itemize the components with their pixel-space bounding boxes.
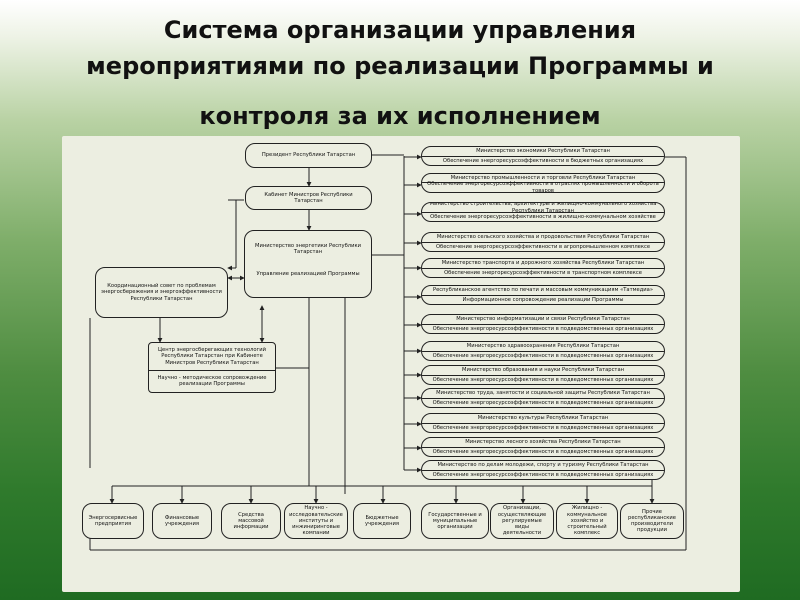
bottom-box-label: Финансовые учреждения [164, 514, 200, 527]
ministry-divider [422, 212, 664, 213]
ministry-divider [422, 397, 664, 399]
ministry-divider [422, 182, 664, 183]
cabinet-label: Кабинет Министров Республики Татарстан [264, 191, 353, 204]
ministry-box: Министерство экономики Республики Татарс… [421, 146, 665, 166]
ministry-name: Министерство промышленности и торговли Р… [450, 174, 636, 181]
ministry-divider [422, 294, 664, 296]
bottom-box: Прочие республиканские производители про… [620, 503, 684, 539]
ministry-name: Министерство культуры Республики Татарст… [477, 415, 609, 422]
bottom-box: Государственные и муниципальные организа… [421, 503, 489, 539]
ministry-box: Министерство культуры Республики Татарст… [421, 413, 665, 433]
center-tech-divider [149, 369, 275, 371]
bottom-box: Жилищно - коммунальное хозяйство и строи… [556, 503, 618, 539]
ministry-name: Министерство транспорта и дорожного хозя… [441, 260, 645, 267]
bottom-box: Средства массовой информации [221, 503, 281, 539]
ministry-task: Обеспечение энергоресурсоэффективности в… [432, 424, 654, 431]
ministry-task: Информационное сопровождение реализации … [462, 296, 624, 303]
title-line-1: Система организации управления [163, 16, 637, 44]
ministry-box: Министерство здравоохранения Республики … [421, 341, 665, 361]
bottom-box-label: Жилищно - коммунальное хозяйство и строи… [567, 505, 607, 537]
bottom-box-label: Энергосервисные предприятия [88, 514, 138, 527]
ministry-box: Министерство сельского хозяйства и продо… [421, 232, 665, 252]
ministry-task: Обеспечение энергоресурсоэффективности в… [427, 181, 659, 193]
slide-title: Система организации управления мероприят… [40, 12, 760, 134]
ministry-box: Республиканское агентство по печати и ма… [421, 285, 665, 305]
ministry-name: Министерство строительства, архитектуры … [429, 202, 657, 214]
ministry-divider [422, 267, 664, 269]
bottom-box-label: Научно - исследовательские институты и и… [289, 505, 343, 537]
ministry-divider [422, 374, 664, 376]
ministry-energy-label: Министерство энергетики Республики Татар… [255, 243, 361, 256]
ministry-name: Министерство экономики Республики Татарс… [476, 148, 610, 155]
bottom-box: Бюджетные учреждения [353, 503, 411, 539]
ministry-divider [422, 155, 664, 157]
ministry-divider [422, 323, 664, 325]
bottom-box-label: Государственные и муниципальные организа… [428, 511, 482, 531]
council-label: Координационный совет по проблемам энерг… [101, 283, 222, 302]
center-tech-label: Центр энергосберегающих технологий Респу… [158, 347, 266, 366]
ministry-task: Обеспечение энергоресурсоэффективности в… [442, 157, 644, 164]
ministry-task: Обеспечение энергоресурсоэффективности в… [432, 376, 654, 383]
center-tech-box: Центр энергосберегающих технологий Респу… [148, 342, 276, 393]
ministry-box: Министерство по делам молодежи, спорту и… [421, 460, 665, 480]
council-box: Координационный совет по проблемам энерг… [95, 267, 228, 318]
ministry-name: Министерство лесного хозяйства Республик… [465, 439, 621, 446]
ministry-name: Республиканское агентство по печати и ма… [432, 287, 654, 294]
ministry-box: Министерство транспорта и дорожного хозя… [421, 258, 665, 278]
ministry-task: Обеспечение энергоресурсоэффективности в… [432, 471, 654, 478]
ministry-divider [422, 422, 664, 424]
ministry-name: Министерство труда, занятости и социальн… [436, 390, 650, 397]
president-box: Президент Республики Татарстан [245, 143, 372, 168]
cabinet-box: Кабинет Министров Республики Татарстан [245, 186, 372, 210]
bottom-box-label: Организации, осуществляющие регулируемые… [497, 505, 547, 537]
ministry-divider [422, 241, 664, 243]
ministry-box: Министерство информатизации и связи Респ… [421, 314, 665, 334]
ministry-name: Министерство информатизации и связи Респ… [456, 316, 630, 323]
ministry-energy-box: Министерство энергетики Республики Татар… [244, 230, 372, 298]
bottom-box-label: Средства массовой информации [233, 511, 269, 531]
ministry-task: Обеспечение энергоресурсоэффективности в… [432, 325, 654, 332]
bottom-box: Финансовые учреждения [152, 503, 212, 539]
management-label: Управление реализацией Программы [256, 271, 360, 277]
ministry-box: Министерство промышленности и торговли Р… [421, 173, 665, 193]
bottom-box-label: Прочие республиканские производители про… [628, 508, 676, 534]
ministry-name: Министерство образования и науки Республ… [461, 367, 625, 374]
ministry-divider [422, 469, 664, 471]
ministry-task: Обеспечение энергоресурсоэффективности в… [444, 269, 642, 276]
ministry-box: Министерство лесного хозяйства Республик… [421, 437, 665, 457]
ministry-divider [422, 350, 664, 352]
scientific-support-label: Научно - методическое сопровождение реал… [157, 375, 267, 388]
ministry-name: Министерство здравоохранения Республики … [466, 343, 620, 350]
ministry-task: Обеспечение энергоресурсоэффективности в… [430, 213, 656, 220]
bottom-box-label: Бюджетные учреждения [365, 514, 399, 527]
ministry-divider [422, 446, 664, 448]
president-label: Президент Республики Татарстан [261, 152, 356, 159]
ministry-task: Обеспечение энергоресурсоэффективности в… [432, 448, 654, 455]
ministry-box: Министерство образования и науки Республ… [421, 365, 665, 385]
bottom-box: Научно - исследовательские институты и и… [284, 503, 348, 539]
ministry-box: Министерство труда, занятости и социальн… [421, 388, 665, 408]
title-line-3: контроля за их исполнением [199, 102, 601, 130]
bottom-box: Организации, осуществляющие регулируемые… [490, 503, 554, 539]
ministry-name: Министерство по делам молодежи, спорту и… [437, 462, 649, 469]
ministry-box: Министерство строительства, архитектуры … [421, 202, 665, 222]
ministry-task: Обеспечение энергоресурсоэффективности в… [432, 399, 654, 406]
ministry-task: Обеспечение энергоресурсоэффективности в… [432, 352, 654, 359]
title-line-2: мероприятиями по реализации Программы и [86, 52, 714, 80]
ministry-name: Министерство сельского хозяйства и продо… [436, 234, 650, 241]
ministry-task: Обеспечение энергоресурсоэффективности в… [435, 243, 651, 250]
bottom-box: Энергосервисные предприятия [82, 503, 144, 539]
